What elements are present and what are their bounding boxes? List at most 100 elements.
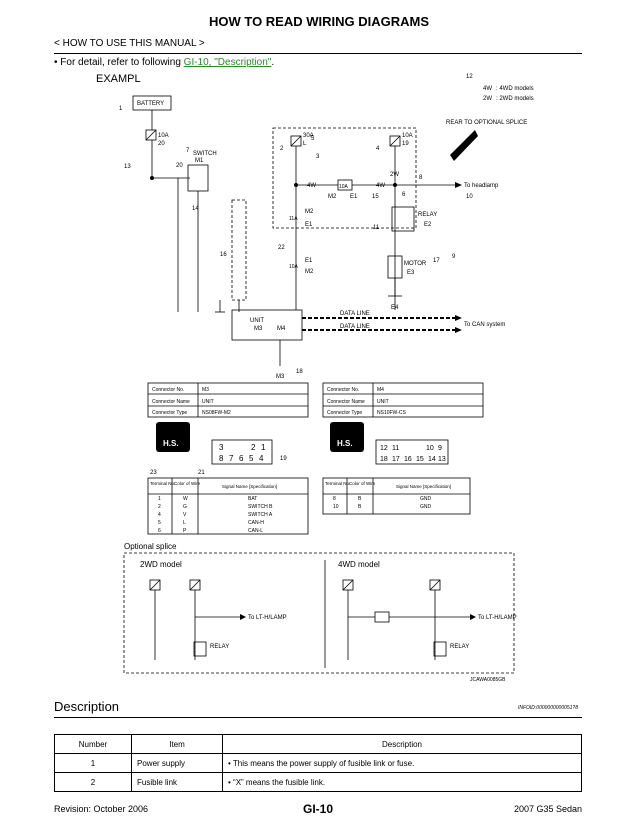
- relay-4wd: RELAY: [450, 644, 469, 650]
- table-row: 1 Power supply • This means the power su…: [54, 753, 582, 773]
- conn-e1: E1: [350, 194, 358, 200]
- callout-18: 18: [296, 369, 303, 375]
- breadcrumb[interactable]: < HOW TO USE THIS MANUAL >: [54, 38, 205, 49]
- terminal-cell: BAT: [248, 496, 257, 502]
- m4-pin-10: 10: [426, 445, 434, 452]
- fuse-side: 10A: [289, 264, 299, 270]
- m3-hs: H.S.: [163, 439, 179, 448]
- headlamp-label: To headlamp: [464, 183, 499, 189]
- unit-label: UNIT: [250, 318, 264, 324]
- tag-2w: 2W: [390, 172, 399, 178]
- optional-splice-label: Optional splice: [124, 542, 177, 551]
- m4-pin-14: 14: [428, 456, 436, 463]
- row-item: Fusible link: [131, 772, 223, 792]
- callout-21: 21: [198, 470, 205, 476]
- reference-note: • For detail, refer to following GI-10, …: [54, 57, 274, 68]
- splice-ref: REAR TO OPTIONAL SPLICE: [446, 120, 527, 126]
- conn-m2: M2: [328, 194, 337, 200]
- terminal-cell: G: [183, 504, 187, 510]
- info-id: INFOID:0000000000051?8: [517, 705, 578, 711]
- legend-4w-text: : 4WD models: [496, 86, 534, 92]
- callout-12: 12: [466, 74, 473, 80]
- callout-23: 23: [150, 470, 157, 476]
- switch-box: [187, 164, 209, 192]
- terminal-cell: 6: [158, 528, 161, 534]
- lamp-4wd: To LT-H/LAMP: [478, 615, 517, 621]
- can-label: To CAN system: [464, 322, 505, 328]
- fuse-30a-id: L: [303, 141, 307, 147]
- terminal-cell: SWITCH B: [248, 504, 273, 510]
- callout-8: 8: [419, 175, 423, 181]
- m4-type: NS10FW-CS: [377, 410, 406, 416]
- callout-11: 11: [373, 225, 380, 231]
- terminal-cell: B: [358, 496, 362, 502]
- note-suffix: .: [271, 57, 275, 68]
- fuse-20-amp: 10A: [158, 133, 169, 139]
- hs-badge-2: [330, 422, 364, 452]
- fuse-20-no: 20: [158, 141, 165, 147]
- terminal-cell: 8: [333, 496, 336, 502]
- can-arrow-1: [455, 315, 462, 321]
- m4-name: UNIT: [377, 399, 389, 405]
- m3-name: UNIT: [202, 399, 214, 405]
- m4-pin-18: 18: [380, 456, 388, 463]
- fuse-19-no: 19: [402, 141, 409, 147]
- callout-22: 22: [278, 245, 285, 251]
- example-label: EXAMPL: [96, 73, 141, 85]
- tag-4w-b: 4W: [376, 183, 385, 189]
- splice-ref-arrow: [450, 130, 478, 161]
- terminal-cell: 10: [333, 504, 339, 510]
- conn-m3: M3: [254, 326, 263, 332]
- terminal-cell: CAN-L: [248, 528, 263, 534]
- m3-pin-4: 4: [259, 454, 264, 463]
- m3-pin-3: 3: [219, 443, 224, 452]
- m4-type-label: Connector Type: [327, 410, 362, 416]
- m3-pin-6: 6: [239, 454, 244, 463]
- row-number: 1: [54, 753, 132, 773]
- m4-no-label: Connector No.: [327, 387, 359, 393]
- conn-m2-c: M2: [305, 269, 314, 275]
- battery-label: BATTERY: [137, 101, 164, 107]
- m3-th-color: Color of Wire: [174, 481, 201, 486]
- m3-type-label: Connector Type: [152, 410, 187, 416]
- header-rule: [54, 53, 582, 54]
- m3-no-label: Connector No.: [152, 387, 184, 393]
- callout-1: 1: [119, 106, 123, 112]
- callout-20: 20: [176, 163, 183, 169]
- col-number: Number: [54, 734, 132, 754]
- page-footer: Revision: October 2006 GI-10 2007 G35 Se…: [54, 802, 582, 816]
- description-table: Number Item Description 1 Power supply •…: [54, 734, 582, 792]
- page-title: HOW TO READ WIRING DIAGRAMS: [208, 14, 430, 29]
- callout-15: 15: [372, 194, 379, 200]
- footer-page-number: GI-10: [302, 802, 333, 816]
- terminal-cell: 5: [158, 520, 161, 526]
- conn-e3: E3: [407, 270, 415, 276]
- terminal-cell: P: [183, 528, 187, 534]
- row-number: 2: [54, 772, 132, 792]
- legend-2w: 2W: [483, 96, 492, 102]
- m4-pin-16: 16: [404, 456, 412, 463]
- terminal-cell: V: [183, 512, 187, 518]
- terminal-cell: 1: [158, 496, 161, 502]
- m4-no: M4: [377, 387, 384, 393]
- conn-m3-b: M3: [276, 374, 285, 380]
- m4-pin-9: 9: [438, 445, 442, 452]
- m3-th-signal: Signal Name [Specification]: [222, 484, 277, 489]
- model-4wd: 4WD model: [338, 560, 380, 569]
- callout-7: 7: [186, 148, 190, 154]
- description-rule: [54, 717, 582, 718]
- m3-name-label: Connector Name: [152, 399, 190, 405]
- terminal-cell: B: [358, 504, 362, 510]
- conn-m4: M4: [277, 326, 286, 332]
- terminal-cell: 2: [158, 504, 161, 510]
- fuse-11a: 11A: [289, 216, 298, 222]
- m3-no: M3: [202, 387, 209, 393]
- switch-label: SWITCH: [193, 151, 217, 157]
- m4-hs: H.S.: [337, 439, 353, 448]
- can-arrow-2: [455, 327, 462, 333]
- note-prefix: • For detail, refer to following: [54, 57, 184, 68]
- row-description: • This means the power supply of fusible…: [222, 753, 582, 773]
- reference-link[interactable]: GI-10, "Description": [183, 57, 272, 68]
- m3-pin-1: 1: [261, 443, 266, 452]
- motor-label: MOTOR: [404, 261, 427, 267]
